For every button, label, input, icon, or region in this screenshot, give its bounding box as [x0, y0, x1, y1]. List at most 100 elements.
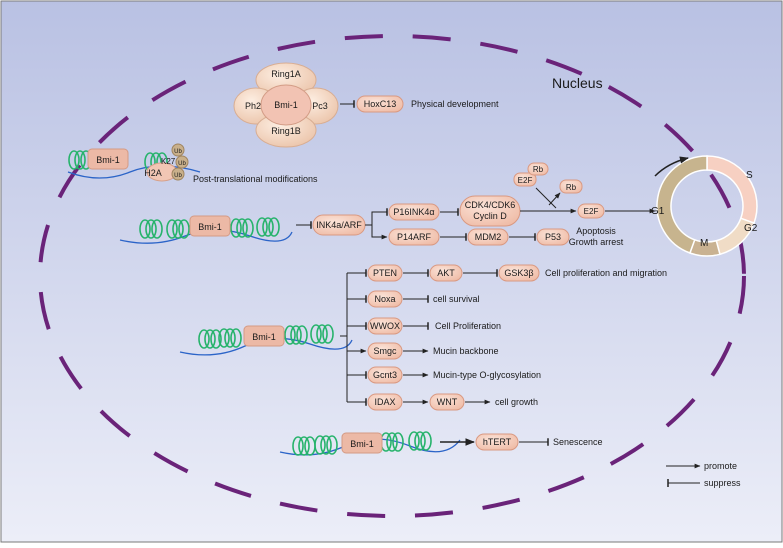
- noxa-label: Noxa: [374, 294, 395, 304]
- rb-free-arrow: [548, 192, 561, 206]
- ink4a-to-p14: [371, 225, 388, 240]
- mdm2-pill: [467, 228, 509, 246]
- ink4a-to-p16: [365, 208, 388, 226]
- survival-label: cell survival: [433, 294, 480, 304]
- noxa-pill: [367, 290, 403, 308]
- htert-bmi1-box: [341, 432, 383, 454]
- cycle-direction-arrow: [654, 156, 689, 177]
- growth-label: cell growth: [495, 397, 538, 407]
- proliferation-label: Cell Proliferation: [435, 321, 501, 331]
- bmi1-core: [260, 84, 312, 126]
- mucin-label: Mucin backbone: [433, 346, 499, 356]
- cell-cycle-ring: [656, 155, 758, 257]
- physical-development-label: Physical development: [411, 99, 499, 109]
- pc3-label: Pc3: [312, 101, 328, 111]
- idax-label: IDAX: [374, 397, 395, 407]
- ink4a-chromatin: Bmi-1: [119, 215, 293, 244]
- wwox-pill: [367, 317, 403, 335]
- gsk3b-pill: [498, 264, 540, 282]
- htert-nucleosome-4: [408, 431, 432, 451]
- apoptosis-label: Apoptosis: [576, 226, 616, 236]
- legend: promote suppress: [666, 461, 741, 488]
- targets-bmi1-box: [243, 325, 285, 347]
- gcnt3-label: Gcnt3: [373, 370, 397, 380]
- p14-label: P14ARF: [397, 232, 432, 242]
- phase-m-label: M: [700, 238, 708, 249]
- p53-label: P53: [545, 232, 561, 242]
- prc1-complex: Ring1A Ph2 Bmi-1 Pc3 Ring1B: [233, 62, 339, 148]
- prolif-migration-label: Cell proliferation and migration: [545, 268, 667, 278]
- h2a-label: H2A: [144, 168, 162, 178]
- ptm-chromatin: Bmi-1 H2A K27 Ub Ub Ub Post-translationa…: [67, 143, 318, 184]
- glyco-label: Mucin-type O-glycosylation: [433, 370, 541, 380]
- pten-pill: [367, 264, 403, 282]
- hoxc13-label: HoxC13: [364, 99, 397, 109]
- ptm-bmi1-label: Bmi-1: [96, 155, 120, 165]
- ptm-bmi1-box: [87, 148, 129, 170]
- k27-label: K27: [161, 157, 176, 166]
- targets-chromatin: Bmi-1: [179, 324, 353, 356]
- targets-bmi1-label: Bmi-1: [252, 332, 276, 342]
- wnt-pill: [429, 393, 465, 411]
- ub-label-3: Ub: [174, 173, 182, 179]
- ink4a-nucleosome-3: [230, 218, 254, 238]
- ubiquitin-chain: Ub Ub Ub: [171, 143, 189, 181]
- htert-nucleosome-3: [380, 432, 404, 452]
- e2f-rb-e2f-pill: [513, 172, 537, 187]
- rb-free-pill: [559, 179, 583, 194]
- rb-release-line: [535, 187, 557, 209]
- gcnt3-pill: [367, 366, 403, 384]
- htert-bmi1-label: Bmi-1: [350, 439, 374, 449]
- senescence-label: Senescence: [553, 437, 603, 447]
- targets-nucleosome-1: [198, 329, 222, 349]
- smgc-label: Smgc: [373, 346, 397, 356]
- akt-pill: [429, 264, 463, 282]
- nucleus-label: Nucleus: [552, 75, 603, 91]
- phase-s-label: S: [746, 170, 753, 181]
- ring1b-label: Ring1B: [271, 126, 301, 136]
- legend-promote-label: promote: [704, 461, 737, 471]
- e2f-free-pill: [577, 203, 605, 219]
- p14-pill: [388, 228, 440, 246]
- nucleus-membrane: [38, 34, 746, 518]
- ptm-label: Post-translational modifications: [193, 174, 318, 184]
- legend-suppress-label: suppress: [704, 478, 741, 488]
- pten-label: PTEN: [373, 268, 397, 278]
- ph2-label: Ph2: [245, 101, 261, 111]
- e2f-rb-rb-pill: [527, 162, 549, 176]
- targets-nucleosome-4: [310, 324, 334, 344]
- ring1a-label: Ring1A: [271, 69, 301, 79]
- htert-pill: [475, 433, 519, 451]
- wnt-label: WNT: [437, 397, 458, 407]
- ub-label-1: Ub: [174, 149, 182, 155]
- akt-label: AKT: [437, 268, 455, 278]
- mdm2-label: MDM2: [475, 232, 502, 242]
- idax-pill: [367, 393, 403, 411]
- cdk-label: CDK4/CDK6: [465, 200, 516, 210]
- p16-pill: [388, 203, 440, 221]
- wwox-label: WWOX: [370, 321, 400, 331]
- growth-arrest-label: Growth arrest: [569, 237, 624, 247]
- ink4a-nucleosome-2: [166, 219, 190, 239]
- p53-pill: [536, 228, 570, 246]
- htert-nucleosome-2: [314, 435, 338, 455]
- ink4a-bmi1-box: [189, 215, 231, 237]
- cyclin-label: Cyclin D: [473, 211, 507, 221]
- phase-g2-label: G2: [744, 223, 758, 234]
- targets-nucleosome-3: [284, 325, 308, 345]
- hoxc13-pill: [356, 95, 404, 113]
- bmi1-complex-label: Bmi-1: [274, 100, 298, 110]
- cycle-segment-g1: [656, 155, 708, 254]
- p16-label: P16INK4α: [393, 207, 434, 217]
- e2f-free-label: E2F: [584, 207, 599, 216]
- smgc-pill: [367, 342, 403, 360]
- ptm-dna: [67, 165, 201, 179]
- ink4a-nucleosome-4: [256, 217, 280, 237]
- ink4a-arf-label: INK4a/ARF: [316, 220, 362, 230]
- gsk3b-label: GSK3β: [504, 268, 533, 278]
- e2f-rb-e2f-label: E2F: [518, 176, 533, 185]
- rb-free-label: Rb: [566, 183, 577, 192]
- e2f-rb-rb-label: Rb: [533, 165, 544, 174]
